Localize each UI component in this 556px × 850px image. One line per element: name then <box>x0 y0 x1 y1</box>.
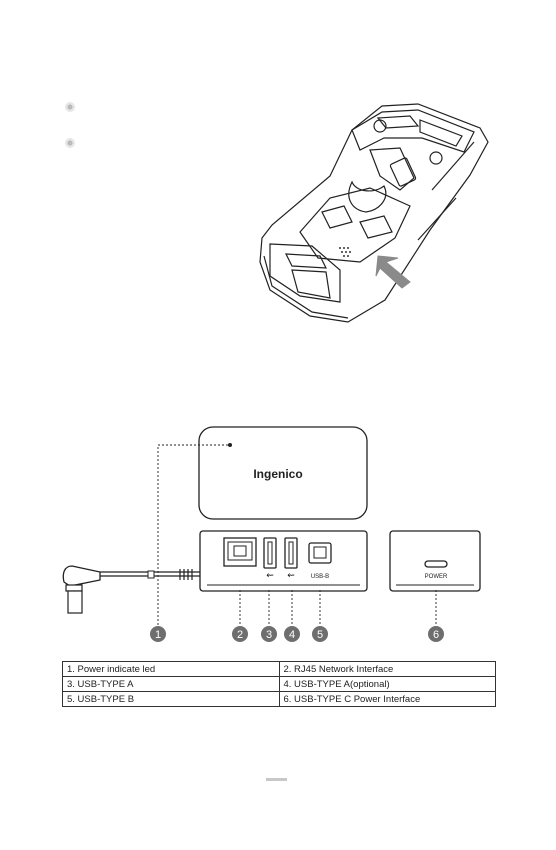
svg-text:2: 2 <box>237 629 243 641</box>
svg-text:⇜: ⇜ <box>287 571 295 581</box>
table-cell: 3. USB-TYPE A <box>63 677 280 692</box>
callout-1: 1 <box>150 626 166 642</box>
svg-text:USB-B: USB-B <box>311 574 329 580</box>
usb-c-port <box>425 561 447 567</box>
dock-logo: Ingenico <box>253 467 302 481</box>
spec-table: 1. Power indicate led 2. RJ45 Network In… <box>62 661 496 707</box>
svg-text:⇜: ⇜ <box>266 571 274 581</box>
callout-4: 4 <box>284 626 300 642</box>
svg-text:3: 3 <box>266 629 272 641</box>
table-cell: 2. RJ45 Network Interface <box>279 662 496 677</box>
svg-text:4: 4 <box>289 629 295 641</box>
table-cell: 6. USB-TYPE C Power Interface <box>279 692 496 707</box>
svg-text:6: 6 <box>433 629 439 641</box>
table-row: 3. USB-TYPE A 4. USB-TYPE A(optional) <box>63 677 496 692</box>
power-led <box>228 443 232 447</box>
callout-5: 5 <box>312 626 328 642</box>
power-plug <box>63 566 100 586</box>
page-marker <box>266 778 287 781</box>
usb-b-port <box>309 543 331 563</box>
svg-text:5: 5 <box>317 629 323 641</box>
table-row: 5. USB-TYPE B 6. USB-TYPE C Power Interf… <box>63 692 496 707</box>
table-cell: 5. USB-TYPE B <box>63 692 280 707</box>
table-row: 1. Power indicate led 2. RJ45 Network In… <box>63 662 496 677</box>
callout-2: 2 <box>232 626 248 642</box>
table-cell: 4. USB-TYPE A(optional) <box>279 677 496 692</box>
svg-text:POWER: POWER <box>425 574 448 580</box>
callout-3: 3 <box>261 626 277 642</box>
callout-6: 6 <box>428 626 444 642</box>
table-cell: 1. Power indicate led <box>63 662 280 677</box>
svg-text:1: 1 <box>155 629 161 641</box>
